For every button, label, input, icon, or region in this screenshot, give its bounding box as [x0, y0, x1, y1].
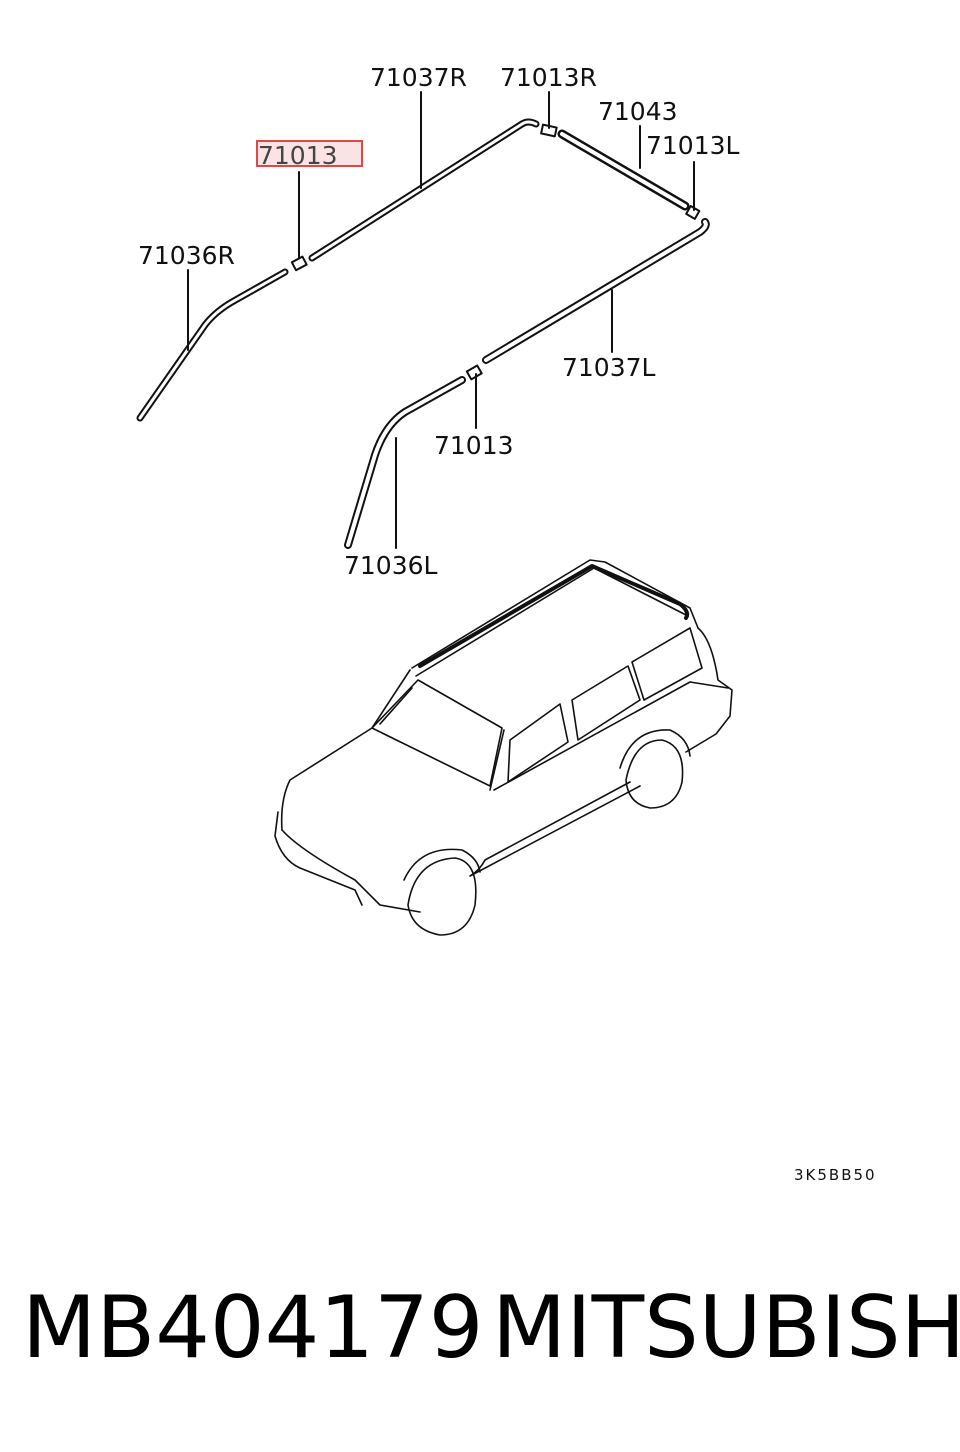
left-roof-molding	[482, 218, 710, 364]
callout-71013: 71013	[434, 431, 514, 460]
vehicle-illustration	[274, 559, 733, 936]
caption: MB404179 MITSUBISHI	[0, 1278, 960, 1398]
selected-callout-highlight	[256, 140, 363, 167]
left-clip-part	[465, 364, 483, 381]
right-pillar-molding	[136, 268, 289, 422]
rear-molding	[557, 129, 690, 211]
part-number: MB404179	[22, 1278, 484, 1378]
callout-71013L: 71013L	[646, 131, 740, 160]
callout-71036R: 71036R	[138, 241, 235, 270]
callout-71037R: 71037R	[370, 63, 467, 92]
callout-71043: 71043	[598, 97, 678, 126]
right-roof-molding	[308, 118, 540, 262]
callout-71013R: 71013R	[500, 63, 597, 92]
highlighted-clip-part	[290, 255, 308, 272]
callout-71036L: 71036L	[344, 551, 438, 580]
diagram-code: 3K5BB50	[794, 1166, 877, 1184]
brand-name: MITSUBISHI	[492, 1278, 960, 1378]
callout-71037L: 71037L	[562, 353, 656, 382]
left-pillar-molding	[344, 376, 466, 549]
callout-highlighted-71013[interactable]: 71013	[258, 141, 338, 170]
